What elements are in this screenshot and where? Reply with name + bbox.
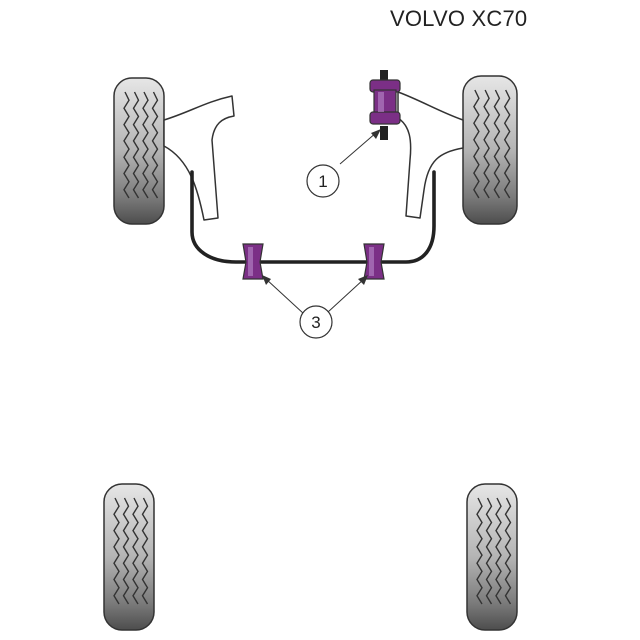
callout-3-label: 3 [311, 313, 320, 332]
rear-right-tyre [466, 483, 518, 631]
tyre-tread-line [476, 497, 483, 605]
tyre-tread-line [485, 497, 493, 605]
right-hub-knuckle [397, 91, 464, 219]
tyre-tread-line [504, 497, 512, 605]
tyre-tread-line [113, 497, 120, 605]
anti-roll-bar [190, 170, 436, 264]
callout-3: 3 [262, 275, 368, 339]
tyre-tread-line [132, 497, 139, 605]
model-title: VOLVO XC70 [390, 6, 528, 31]
tyre-tread-line [495, 497, 502, 605]
callout-1: 1 [306, 129, 381, 198]
tyre-tread-line [123, 91, 130, 199]
anti-roll-bar-bush-left [242, 243, 264, 280]
tyre-tread-line [132, 91, 140, 199]
left-hub-knuckle [163, 95, 235, 221]
front-right-tyre [462, 75, 518, 225]
tyre-tread-line [142, 91, 149, 199]
front-left-tyre [113, 77, 165, 225]
tyre-tread-line [493, 89, 501, 199]
tyre-tread-line [483, 89, 490, 199]
tyre-tread-line [473, 89, 480, 199]
tyre-tread-line [122, 497, 130, 605]
rear-left-tyre [103, 483, 155, 631]
tyre-tread-line [141, 497, 149, 605]
callout-1-label: 1 [318, 172, 327, 191]
anti-roll-bar-bush-right [363, 243, 385, 280]
tyre-tread-line [503, 89, 511, 199]
tyre-tread-line [151, 91, 159, 199]
drop-link-bush [369, 70, 401, 140]
